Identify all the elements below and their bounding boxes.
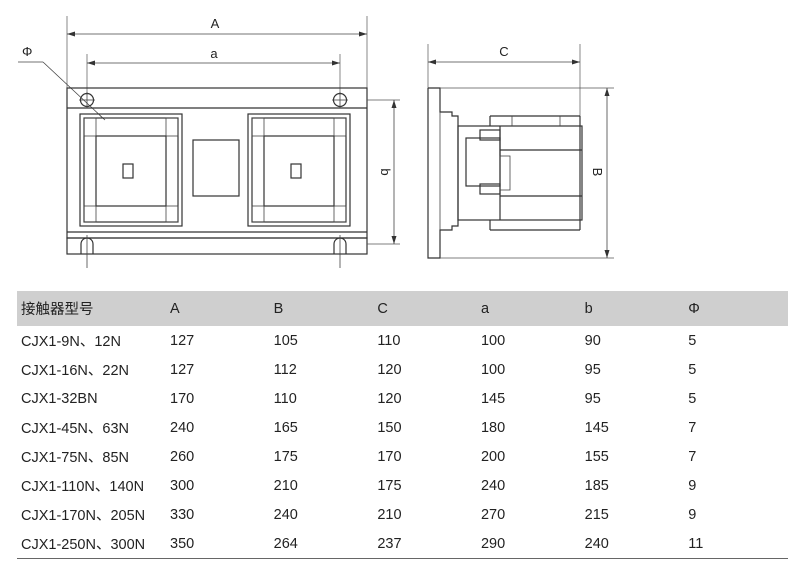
value-cell: 9 [688, 477, 697, 494]
value-cell: 180 [480, 419, 506, 436]
dimension-a-label: a [210, 46, 218, 61]
model-cell: CJX1-45N、63N [21, 421, 129, 437]
column-header: A [166, 291, 270, 326]
value-cell: 127 [170, 361, 195, 378]
value-cell: 237 [373, 529, 477, 559]
value-cell: 330 [170, 506, 195, 523]
value-cell: 5 [688, 361, 697, 378]
dimension-B-label: B [590, 168, 605, 177]
value-cell: 350 [166, 529, 270, 559]
model-cell: CJX1-32BN [21, 390, 98, 407]
table-row: CJX1-45N、63N 240 165 150 180 145 7 [17, 413, 788, 442]
value-cell: 112 [273, 361, 297, 378]
column-header: b [580, 291, 685, 326]
column-header: B [269, 291, 374, 326]
column-header: C [373, 291, 477, 326]
value-cell: 215 [584, 506, 609, 523]
value-cell: 210 [377, 506, 402, 523]
model-cell: CJX1-110N、140N [21, 479, 145, 495]
value-cell: 170 [377, 448, 402, 465]
value-cell: 185 [584, 477, 609, 494]
front-view: A a Φ [18, 16, 400, 268]
model-cell: CJX1-170N、205N [21, 508, 146, 524]
value-cell: 105 [273, 332, 298, 349]
value-cell: 120 [377, 390, 402, 407]
value-cell: 175 [273, 448, 298, 465]
value-cell: 150 [377, 419, 402, 436]
side-view: C B [427, 44, 614, 259]
value-cell: 145 [480, 390, 506, 407]
dimension-drawing: A a Φ [18, 16, 614, 268]
dimension-phi-label: Φ [22, 44, 32, 59]
value-cell: 7 [688, 448, 697, 465]
value-cell: 110 [377, 332, 401, 349]
column-header: a [476, 291, 581, 326]
value-cell: 170 [170, 390, 195, 407]
value-cell: 5 [688, 332, 697, 349]
table-row: CJX1-32BN 170 110 120 145 95 5 [17, 384, 788, 413]
model-cell: CJX1-16N、22N [21, 363, 129, 379]
value-cell: 95 [584, 390, 601, 407]
model-cell: CJX1-250N、300N [17, 529, 166, 559]
dimension-A-label: A [211, 16, 220, 31]
table-row: CJX1-75N、85N 260 175 170 200 155 7 [17, 442, 788, 471]
value-cell: 240 [480, 477, 506, 494]
value-cell: 260 [170, 448, 195, 465]
value-cell: 100 [480, 332, 506, 349]
model-cell: CJX1-9N、12N [21, 334, 121, 350]
value-cell: 127 [170, 332, 195, 349]
value-cell: 95 [584, 361, 601, 378]
value-cell: 165 [273, 419, 298, 436]
table-row: CJX1-110N、140N 300 210 175 240 185 9 [17, 471, 788, 500]
dimension-b-label: b [378, 168, 393, 175]
table-row: CJX1-9N、12N 127 105 110 100 90 5 [17, 326, 788, 355]
value-cell: 110 [273, 390, 297, 407]
value-cell: 175 [377, 477, 402, 494]
value-cell: 240 [580, 529, 685, 559]
table-row: CJX1-16N、22N 127 112 120 100 95 5 [17, 355, 788, 384]
value-cell: 90 [584, 332, 601, 349]
value-cell: 9 [688, 506, 697, 523]
value-cell: 240 [273, 506, 298, 523]
table-row: CJX1-170N、205N 330 240 210 270 215 9 [17, 500, 788, 529]
value-cell: 300 [170, 477, 195, 494]
column-header: Φ [684, 291, 788, 326]
value-cell: 145 [584, 419, 609, 436]
value-cell: 120 [377, 361, 402, 378]
value-cell: 11 [684, 529, 788, 559]
model-cell: CJX1-75N、85N [21, 450, 129, 466]
value-cell: 240 [170, 419, 195, 436]
value-cell: 290 [476, 529, 581, 559]
dimension-C-label: C [499, 44, 508, 59]
value-cell: 264 [269, 529, 374, 559]
value-cell: 7 [688, 419, 697, 436]
value-cell: 155 [584, 448, 609, 465]
value-cell: 210 [273, 477, 298, 494]
value-cell: 200 [480, 448, 506, 465]
column-header: 接触器型号 [17, 291, 166, 326]
value-cell: 270 [480, 506, 506, 523]
value-cell: 100 [480, 361, 506, 378]
value-cell: 5 [688, 390, 697, 407]
